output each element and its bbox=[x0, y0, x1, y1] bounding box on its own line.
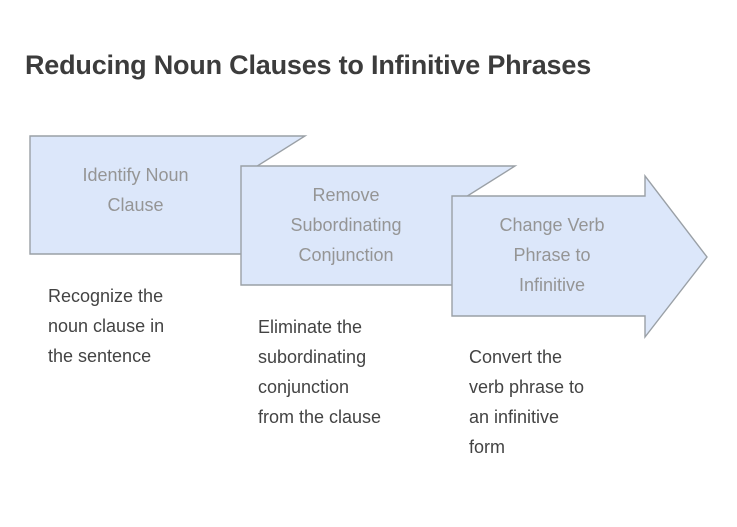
step-2-label: Remove Subordinating Conjunction bbox=[290, 185, 402, 265]
step-2-caption: Eliminate the subordinating conjunction … bbox=[258, 317, 382, 427]
step-3-shape[interactable] bbox=[451, 173, 708, 340]
step-3-label: Change Verb Phrase to Infinitive bbox=[499, 215, 605, 295]
page-title: Reducing Noun Clauses to Infinitive Phra… bbox=[25, 50, 592, 80]
step-1-label: Identify Noun Clause bbox=[82, 165, 189, 215]
step-3-caption: Convert the verb phrase to an infinitive… bbox=[469, 347, 585, 457]
step-1-caption: Recognize the noun clause in the sentenc… bbox=[48, 286, 165, 366]
